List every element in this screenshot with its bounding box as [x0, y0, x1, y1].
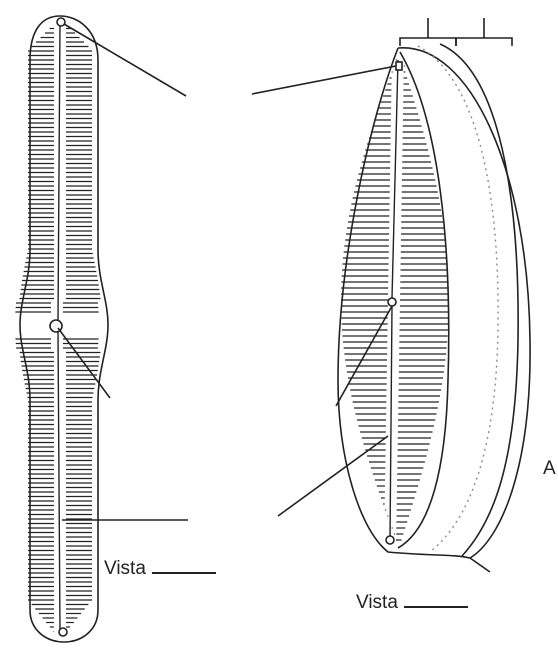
girdle-bottom-line [470, 558, 490, 572]
leader-line-top-right [252, 66, 396, 94]
leader-line-lower-right [278, 436, 388, 516]
girdle-dotted-line [418, 46, 498, 552]
girdle-polar-nodule-bottom [386, 536, 394, 544]
bracket-right [456, 38, 512, 46]
right-brackets [400, 18, 512, 46]
right-view-label: Vista [356, 592, 468, 614]
girdle-band-edge [440, 44, 518, 556]
valve-view-drawing [15, 16, 108, 642]
polar-nodule-bottom [59, 628, 67, 636]
frustule-outer-edge [398, 48, 530, 558]
left-view-text: Vista [104, 558, 146, 579]
bracket-left [400, 38, 456, 46]
right-view-blank[interactable] [404, 605, 468, 608]
left-view-blank[interactable] [152, 571, 216, 574]
girdle-central-nodule [388, 298, 396, 306]
valve-face-outline [338, 48, 470, 558]
left-view-label: Vista [104, 558, 216, 580]
girdle-view-drawing [338, 44, 530, 572]
right-view-text: Vista [356, 592, 398, 613]
right-leader-lines [252, 66, 396, 516]
girdle-polar-nodule-top [396, 62, 402, 70]
edge-letter: A [543, 458, 556, 480]
leader-line-middle-right [336, 306, 392, 406]
